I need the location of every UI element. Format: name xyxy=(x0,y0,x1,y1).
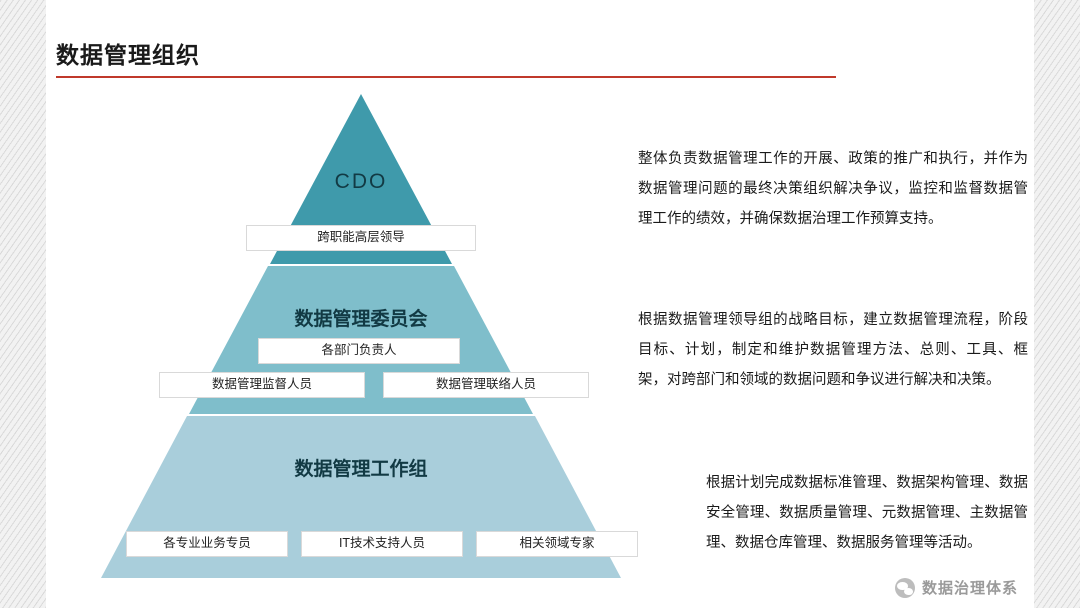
pyramid-diagram: CDO 跨职能高层领导 数据管理委员会 各部门负责人 数据管理监督人员 数据管理… xyxy=(101,94,638,578)
title-underline xyxy=(56,76,836,78)
tier3-title: 数据管理工作组 xyxy=(294,459,428,480)
pyramid-tier-committee[interactable]: 数据管理委员会 各部门负责人 数据管理监督人员 数据管理联络人员 xyxy=(101,266,621,414)
tier1-title: CDO xyxy=(334,170,388,193)
chip-supervisors[interactable]: 数据管理监督人员 xyxy=(159,372,365,398)
wechat-icon xyxy=(894,577,915,598)
tier1-shape xyxy=(270,94,452,264)
slide-canvas: 数据管理组织 CDO 跨职能高层领导 数据管理委员会 各部门负责人 数据管理监督… xyxy=(46,0,1034,608)
texture-edge-right xyxy=(1034,0,1080,608)
description-committee: 根据数据管理领导组的战略目标，建立数据管理流程，阶段目标、计划，制定和维护数据管… xyxy=(638,312,1028,388)
chip-business-specialists[interactable]: 各专业业务专员 xyxy=(126,531,288,557)
chip-domain-experts[interactable]: 相关领域专家 xyxy=(476,531,638,557)
chip-cross-functional-leader[interactable]: 跨职能高层领导 xyxy=(246,225,476,251)
chip-it-support[interactable]: IT技术支持人员 xyxy=(301,531,463,557)
chip-department-heads[interactable]: 各部门负责人 xyxy=(258,338,460,364)
pyramid-tier-cdo[interactable]: CDO 跨职能高层领导 xyxy=(101,94,621,264)
chip-liaisons[interactable]: 数据管理联络人员 xyxy=(383,372,589,398)
description-cdo: 整体负责数据管理工作的开展、政策的推广和执行，并作为数据管理问题的最终决策组织解… xyxy=(638,151,1028,227)
texture-edge-left xyxy=(0,0,46,608)
pyramid-tier-workgroup[interactable]: 数据管理工作组 各专业业务专员 IT技术支持人员 相关领域专家 xyxy=(101,416,638,578)
watermark: 数据治理体系 xyxy=(894,577,1018,598)
tier2-title: 数据管理委员会 xyxy=(294,309,428,330)
page-title: 数据管理组织 xyxy=(56,42,200,68)
description-workgroup: 根据计划完成数据标准管理、数据架构管理、数据安全管理、数据质量管理、元数据管理、… xyxy=(706,475,1028,551)
watermark-text: 数据治理体系 xyxy=(921,580,1018,597)
